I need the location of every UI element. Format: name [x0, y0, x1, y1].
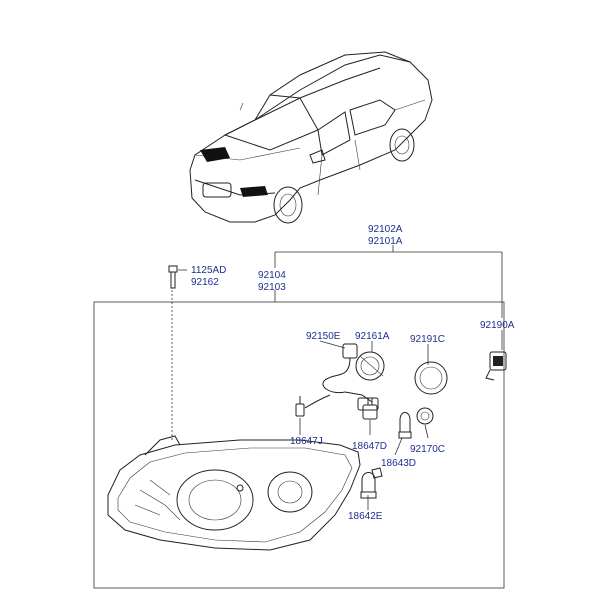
- bulb-18647j: [295, 396, 305, 417]
- label-92103: 92103: [258, 282, 286, 293]
- label-92104: 92104: [258, 270, 286, 281]
- car-illustration: [189, 51, 433, 224]
- bolt-part: [168, 265, 178, 289]
- label-92190a: 92190A: [480, 320, 515, 331]
- label-92170c: 92170C: [410, 444, 445, 455]
- bulb-18642e: [360, 472, 377, 499]
- headlamp-housing: [107, 435, 361, 551]
- callout-lines: [93, 245, 505, 589]
- bulb-18643d: [398, 412, 412, 439]
- label-18647j: 18647J: [290, 436, 323, 447]
- label-1125ad: 1125AD: [191, 265, 226, 276]
- label-18647d: 18647D: [352, 441, 387, 452]
- label-92162: 92162: [191, 277, 219, 288]
- label-92101a: 92101A: [368, 236, 403, 247]
- dust-cap-low: [355, 351, 385, 381]
- label-92191c: 92191C: [410, 334, 445, 345]
- label-18642e: 18642E: [348, 511, 383, 522]
- bulb-small-left: [371, 467, 383, 479]
- label-18643d: 18643D: [381, 458, 416, 469]
- wiring-harness: [304, 343, 379, 411]
- socket-92170c: [416, 407, 434, 425]
- dust-cap-high: [414, 361, 448, 395]
- leveling-unit: [485, 351, 507, 381]
- bulb-18647d: [362, 397, 378, 420]
- label-92102a: 92102A: [368, 224, 403, 235]
- label-92150e: 92150E: [306, 331, 341, 342]
- part-labels: 92102A 92101A 92104 92103 1125AD 92162 9…: [191, 224, 515, 522]
- label-92161a: 92161A: [355, 331, 390, 342]
